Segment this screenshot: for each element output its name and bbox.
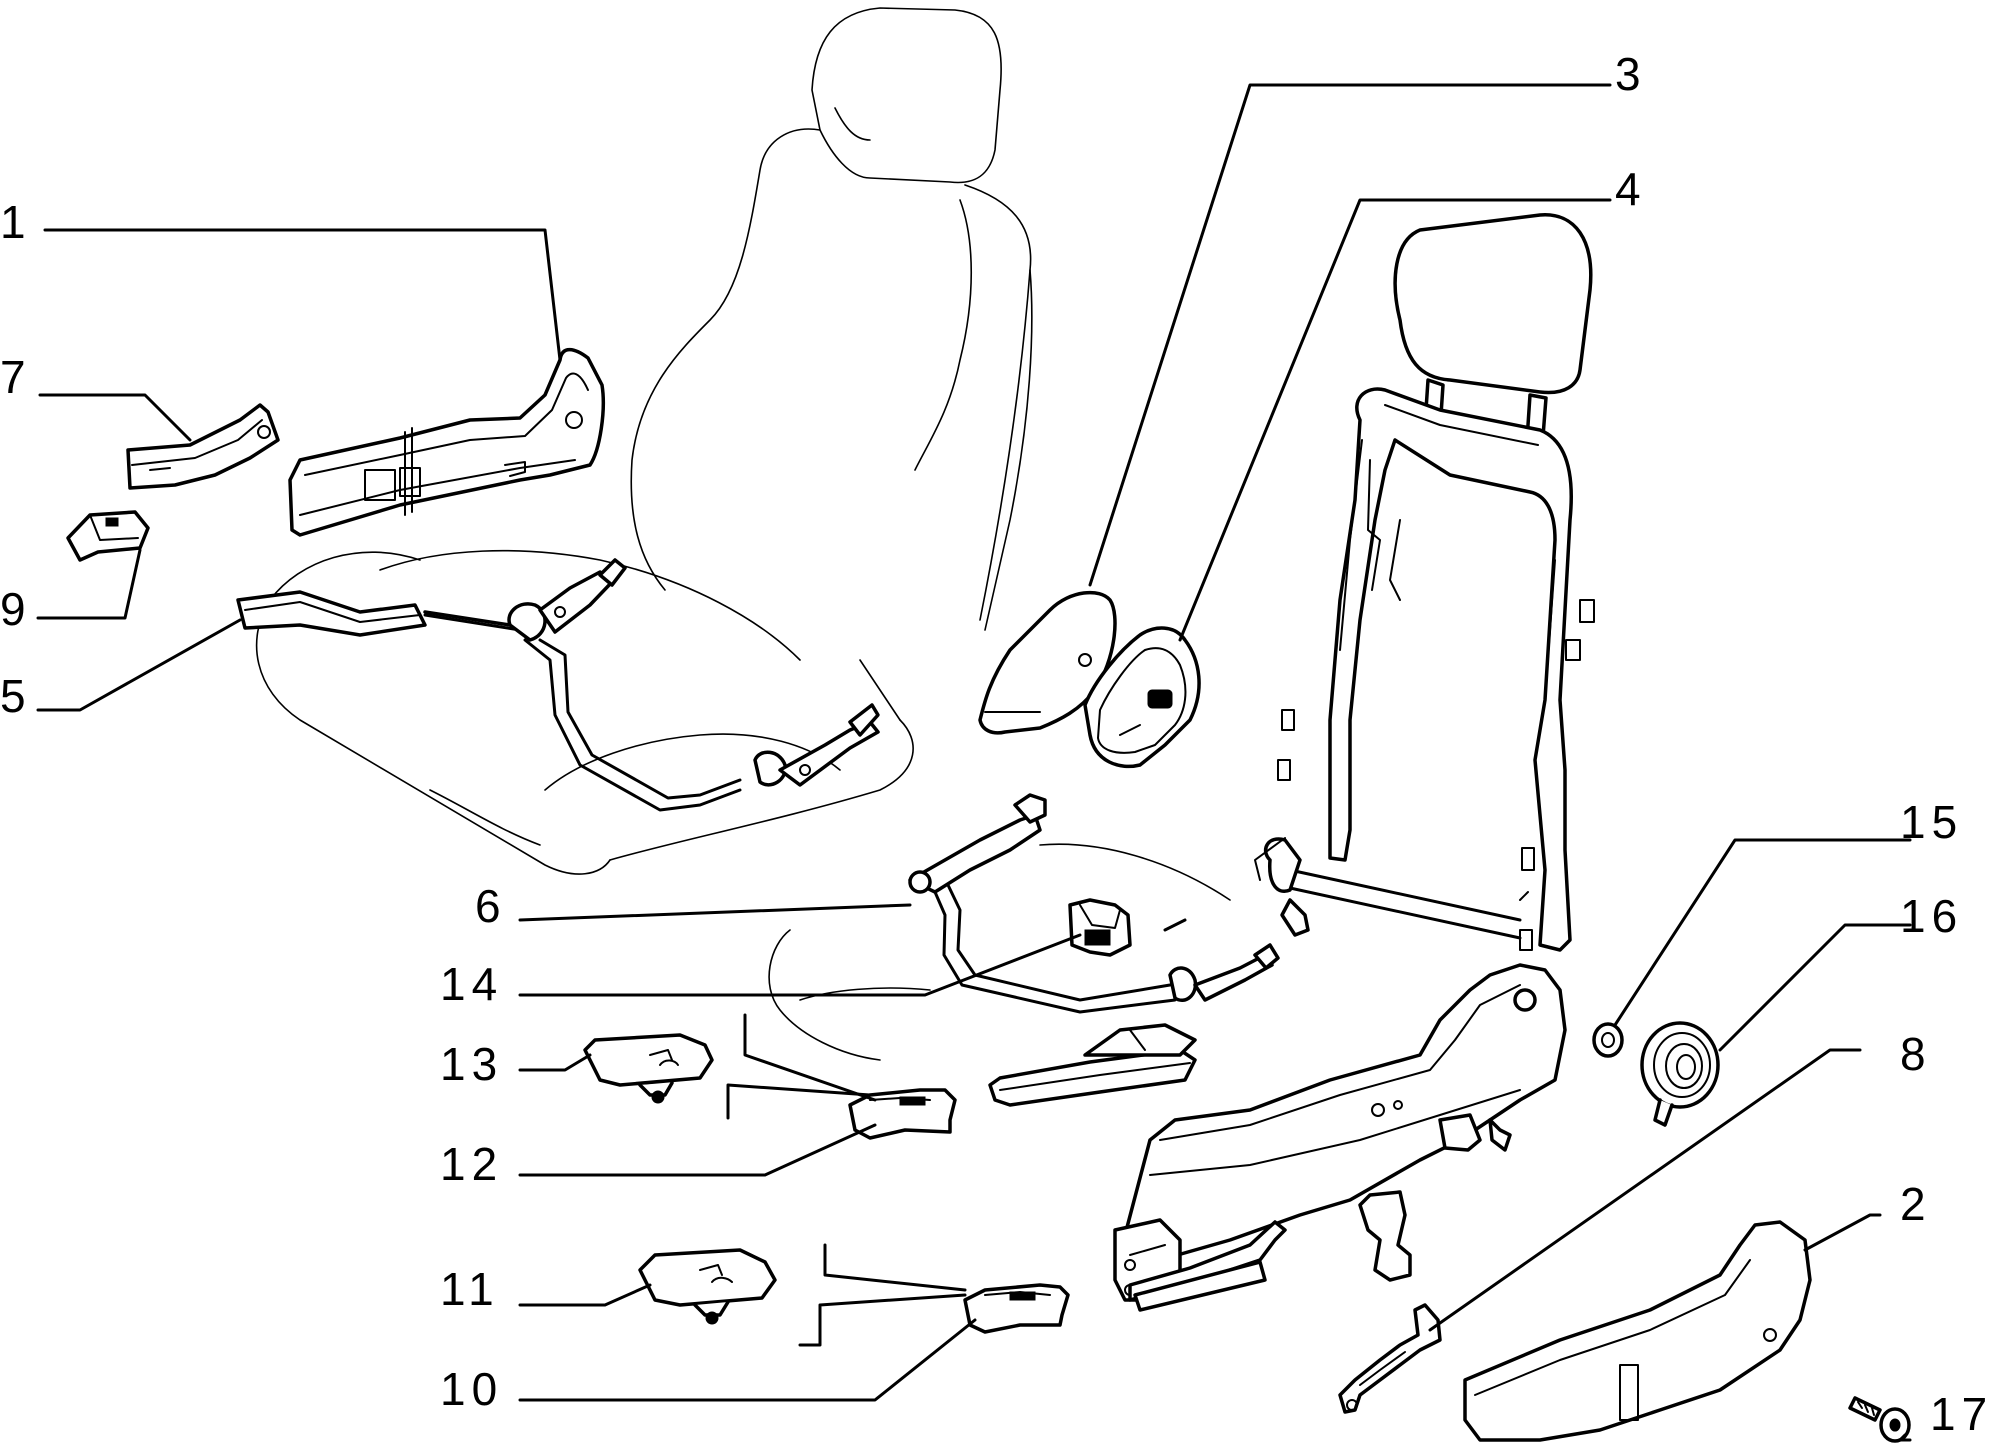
backrest-frame xyxy=(1254,213,1595,952)
seat-frame-rail xyxy=(1113,963,1567,1312)
callout-7: 7 xyxy=(0,351,32,403)
part-10-handle xyxy=(963,1283,1070,1334)
callout-13: 13 xyxy=(440,1038,503,1090)
part-8-lever xyxy=(1338,1303,1442,1414)
callout-9: 9 xyxy=(0,583,32,635)
callout-14: 14 xyxy=(440,958,503,1010)
callout-12: 12 xyxy=(440,1138,503,1190)
callout-5: 5 xyxy=(0,670,32,722)
part-9-clip xyxy=(66,510,150,562)
leader-lines xyxy=(36,83,1912,1442)
part-16-spring xyxy=(1640,1021,1720,1127)
callout-6: 6 xyxy=(475,880,507,932)
callout-10: 10 xyxy=(440,1363,503,1415)
callout-1: 1 xyxy=(0,196,32,248)
part-6-rod xyxy=(908,793,1280,1107)
part-3-cover xyxy=(978,590,1117,735)
seat-ghost-outline xyxy=(255,7,1231,1061)
callout-8: 8 xyxy=(1900,1028,1932,1080)
part-13-cap xyxy=(583,1033,714,1104)
callout-16: 16 xyxy=(1900,890,1963,942)
part-17-bolt xyxy=(1848,1396,1911,1443)
part-14-clip xyxy=(1068,898,1132,957)
callout-3: 3 xyxy=(1615,48,1647,100)
callout-labels: 1 7 9 5 3 4 6 14 13 12 11 10 15 16 8 2 1… xyxy=(0,48,1993,1440)
part-7-bracket xyxy=(126,403,280,490)
callout-17: 17 xyxy=(1930,1388,1993,1440)
callout-15: 15 xyxy=(1900,796,1963,848)
part-15-washer xyxy=(1592,1022,1624,1058)
callout-4: 4 xyxy=(1615,163,1647,215)
part-2-side-cover xyxy=(1463,1220,1812,1442)
callout-2: 2 xyxy=(1900,1178,1932,1230)
part-1-side-trim xyxy=(288,347,605,537)
part-5-bar xyxy=(236,558,880,812)
callout-11: 11 xyxy=(440,1263,500,1315)
part-4-hinge-cover xyxy=(1083,626,1201,769)
part-12-handle xyxy=(848,1088,957,1140)
part-11-cap xyxy=(638,1248,777,1325)
